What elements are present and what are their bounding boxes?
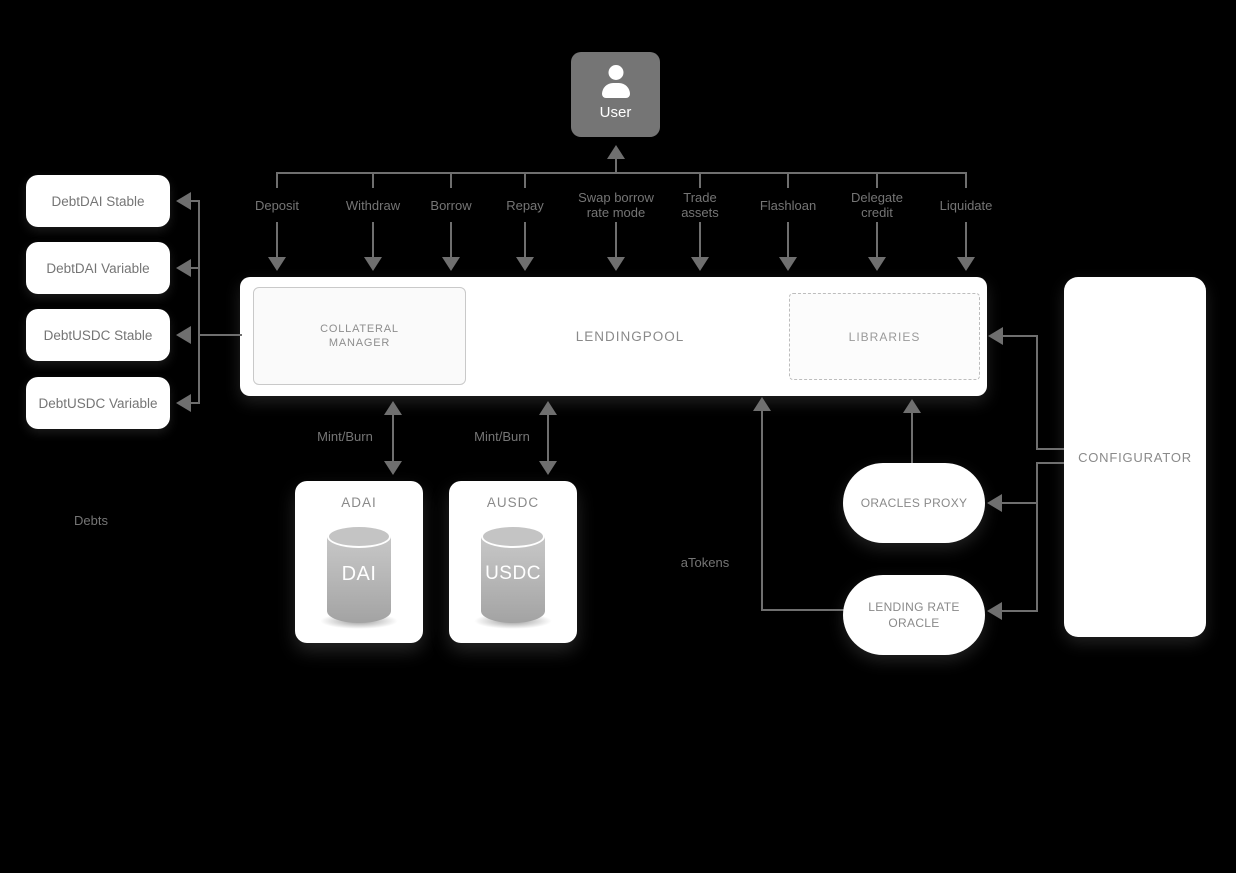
usdc-symbol: USDC	[485, 563, 541, 584]
usdc-cylinder-icon: USDC	[474, 525, 552, 629]
adai-node: ADAI DAI	[295, 481, 423, 643]
arrowhead-config-to-pool	[988, 327, 1003, 345]
collateral-manager-node: COLLATERAL MANAGER	[253, 287, 466, 385]
user-label: User	[599, 104, 632, 121]
action-label-delegate-credit: Delegate credit	[850, 190, 904, 220]
mint-burn-label-adai: Mint/Burn	[317, 429, 373, 444]
tick-deposit	[276, 172, 278, 188]
arrowhead-swap-borrow-rate-mode	[607, 257, 625, 271]
action-label-deposit: Deposit	[254, 197, 300, 213]
tick-flashloan	[787, 172, 789, 188]
mint-burn-label-ausdc: Mint/Burn	[474, 429, 530, 444]
connector-config-oracles-a	[1036, 462, 1064, 464]
connector-debts-trunk	[198, 200, 200, 404]
debtusdc-variable-node: DebtUSDC Variable	[26, 377, 170, 429]
ausdc-node: AUSDC USDC	[449, 481, 577, 643]
arrow-delegate-credit	[876, 222, 878, 258]
connector-oracles-to-pool	[911, 412, 913, 463]
action-label-trade-assets: Trade assets	[681, 190, 719, 220]
connector-stub-1	[190, 200, 200, 202]
lending-rate-oracle-node: LENDING RATE ORACLE	[843, 575, 985, 655]
tick-delegate-credit	[876, 172, 878, 188]
arrowhead-liquidate	[957, 257, 975, 271]
debts-label: Debts	[74, 513, 108, 528]
arrow-trade-assets	[699, 222, 701, 258]
arrowhead-repay	[516, 257, 534, 271]
connector-config-oracles-d	[1002, 610, 1038, 612]
connector-config-pool-c	[1002, 335, 1038, 337]
arrow-swap-borrow-rate-mode	[615, 222, 617, 258]
libraries-node: LIBRARIES	[789, 293, 980, 380]
arrow-repay	[524, 222, 526, 258]
action-label-repay: Repay	[506, 197, 544, 213]
connector-mintburn-adai	[392, 414, 394, 462]
arrowhead-borrow	[442, 257, 460, 271]
connector-config-pool-a	[1036, 448, 1064, 450]
arrowhead-debtusdc-stable	[176, 326, 191, 344]
configurator-node	[1064, 277, 1206, 637]
connector-stub-2	[190, 267, 200, 269]
arrowhead-debtdai-stable	[176, 192, 191, 210]
connector-config-oracles-b	[1036, 462, 1038, 612]
arrowhead-debtdai-variable	[176, 259, 191, 277]
tick-trade-assets	[699, 172, 701, 188]
connector-pool-to-debts	[198, 334, 242, 336]
atokens-label: aTokens	[680, 555, 730, 570]
arrow-flashloan	[787, 222, 789, 258]
connector-config-pool-b	[1036, 336, 1038, 450]
arrowhead-mintburn-down-ausdc	[539, 461, 557, 475]
debtusdc-stable-node: DebtUSDC Stable	[26, 309, 170, 361]
connector-config-oracles-c	[1002, 502, 1038, 504]
action-label-flashloan: Flashloan	[759, 197, 817, 213]
arrowhead-mintburn-up-adai	[384, 401, 402, 415]
arrowhead-mintburn-up-ausdc	[539, 401, 557, 415]
lendingpool-title: LENDINGPOOL	[575, 329, 685, 344]
arrow-borrow	[450, 222, 452, 258]
connector-mintburn-ausdc	[547, 414, 549, 462]
tick-liquidate	[965, 172, 967, 188]
debtdai-variable-node: DebtDAI Variable	[26, 242, 170, 294]
arrowhead-trade-assets	[691, 257, 709, 271]
arrowhead-mintburn-down-adai	[384, 461, 402, 475]
arrowhead-atokens	[753, 397, 771, 411]
user-icon	[598, 65, 634, 98]
adai-title: ADAI	[341, 495, 377, 510]
connector-atokens-vertical	[761, 410, 763, 611]
arrow-deposit	[276, 222, 278, 258]
arrow-withdraw	[372, 222, 374, 258]
connector-atokens-horizontal	[761, 609, 845, 611]
action-label-withdraw: Withdraw	[345, 197, 401, 213]
arrowhead-config-to-oracles-proxy	[987, 494, 1002, 512]
action-label-borrow: Borrow	[430, 197, 472, 213]
connector-stub-4	[190, 402, 200, 404]
arrow-liquidate	[965, 222, 967, 258]
tick-withdraw	[372, 172, 374, 188]
arrowhead-delegate-credit	[868, 257, 886, 271]
arrowhead-debtusdc-variable	[176, 394, 191, 412]
arrow-to-user	[607, 145, 625, 159]
tick-repay	[524, 172, 526, 188]
connector-user	[615, 159, 617, 173]
arrowhead-config-to-lending-rate-oracle	[987, 602, 1002, 620]
arrowhead-oracles-to-pool	[903, 399, 921, 413]
arrowhead-withdraw	[364, 257, 382, 271]
ausdc-title: AUSDC	[486, 495, 540, 510]
action-label-swap-borrow-rate-mode: Swap borrow rate mode	[578, 190, 654, 220]
tick-borrow	[450, 172, 452, 188]
action-label-liquidate: Liquidate	[939, 197, 993, 213]
arrowhead-deposit	[268, 257, 286, 271]
dai-cylinder-icon: DAI	[320, 525, 398, 629]
arrowhead-flashloan	[779, 257, 797, 271]
configurator-title: CONFIGURATOR	[1078, 450, 1192, 465]
dai-symbol: DAI	[341, 563, 377, 585]
connector-actions-bus	[277, 172, 967, 174]
user-node: User	[571, 52, 660, 137]
oracles-proxy-node: ORACLES PROXY	[843, 463, 985, 543]
debtdai-stable-node: DebtDAI Stable	[26, 175, 170, 227]
